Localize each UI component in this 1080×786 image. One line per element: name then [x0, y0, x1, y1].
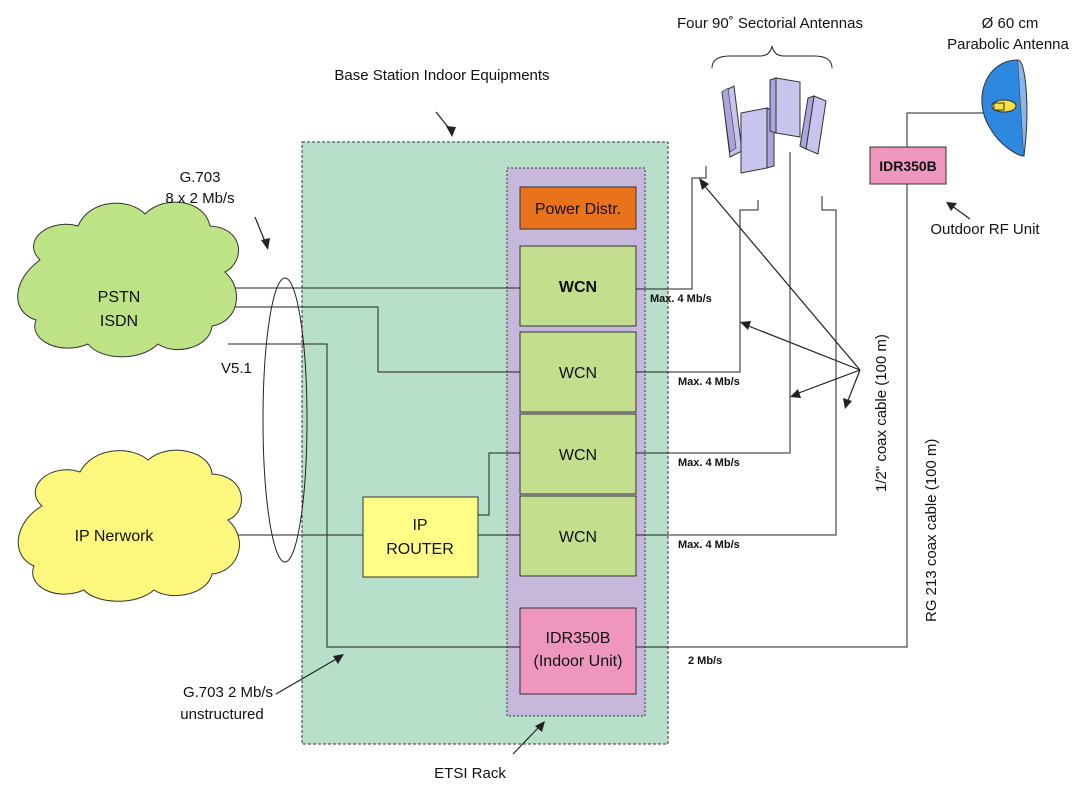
g703-unstructured-2: unstructured	[180, 706, 263, 723]
power-distr-box	[519, 186, 637, 230]
wcn-label-3: WCN	[559, 447, 597, 464]
isdn-label: ISDN	[100, 313, 138, 330]
wcn-label-1: WCN	[559, 279, 597, 296]
wcn-rate-4: Max. 4 Mb/s	[678, 539, 740, 551]
outdoor-rf-label: Outdoor RF Unit	[930, 221, 1040, 238]
idr-outdoor-box	[869, 146, 947, 185]
g703-label-2: 8 x 2 Mb/s	[165, 190, 234, 207]
g703-unstructured-1: G.703 2 Mb/s	[183, 684, 273, 701]
sectorial-antennas-title: Four 90˚ Sectorial Antennas	[677, 15, 863, 32]
wcn-box-1	[519, 245, 637, 327]
idr-indoor-label-2: (Indoor Unit)	[534, 653, 623, 670]
ip-router-box	[362, 496, 479, 578]
v51-label: V5.1	[221, 360, 252, 377]
wcn-label-4: WCN	[559, 529, 597, 546]
parabolic-antenna	[981, 59, 1028, 157]
power-distr-label: Power Distr.	[535, 201, 621, 218]
wcn-box-3	[519, 413, 637, 495]
pstn-label: PSTN	[98, 289, 141, 306]
ip-network-label: IP Nerwork	[75, 528, 155, 545]
g703-label-1: G.703	[180, 169, 221, 186]
dish-name-label: Parabolic Antenna	[947, 36, 1069, 53]
half-inch-coax-label: 1/2" coax cable (100 m)	[873, 334, 890, 492]
ip-network-cloud	[17, 449, 242, 602]
idr-outdoor-label: IDR350B	[879, 158, 937, 174]
wiring	[210, 112, 994, 648]
g703-bundle-ellipse	[262, 277, 308, 563]
base-station-title: Base Station Indoor Equipments	[334, 67, 549, 84]
wcn-box-2	[519, 331, 637, 413]
wcn-label-2: WCN	[559, 365, 597, 382]
ip-router-label-1: IP	[412, 517, 427, 534]
annotation-arrows	[254, 111, 971, 755]
sectorial-antennas	[711, 45, 833, 174]
idr-rate: 2 Mb/s	[688, 655, 722, 667]
wcn-rate-3: Max. 4 Mb/s	[678, 457, 740, 469]
wcn-rate-1: Max. 4 Mb/s	[650, 293, 712, 305]
pstn-isdn-cloud	[17, 201, 239, 358]
wcn-rate-2: Max. 4 Mb/s	[678, 376, 740, 388]
ip-router-label-2: ROUTER	[386, 541, 454, 558]
dish-size-label: Ø 60 cm	[982, 15, 1039, 32]
wcn-box-4	[519, 495, 637, 577]
rg213-coax-label: RG 213 coax cable (100 m)	[923, 439, 940, 622]
etsi-rack-label: ETSI Rack	[434, 765, 506, 782]
idr-indoor-box	[519, 607, 637, 695]
idr-indoor-label-1: IDR350B	[546, 630, 611, 647]
